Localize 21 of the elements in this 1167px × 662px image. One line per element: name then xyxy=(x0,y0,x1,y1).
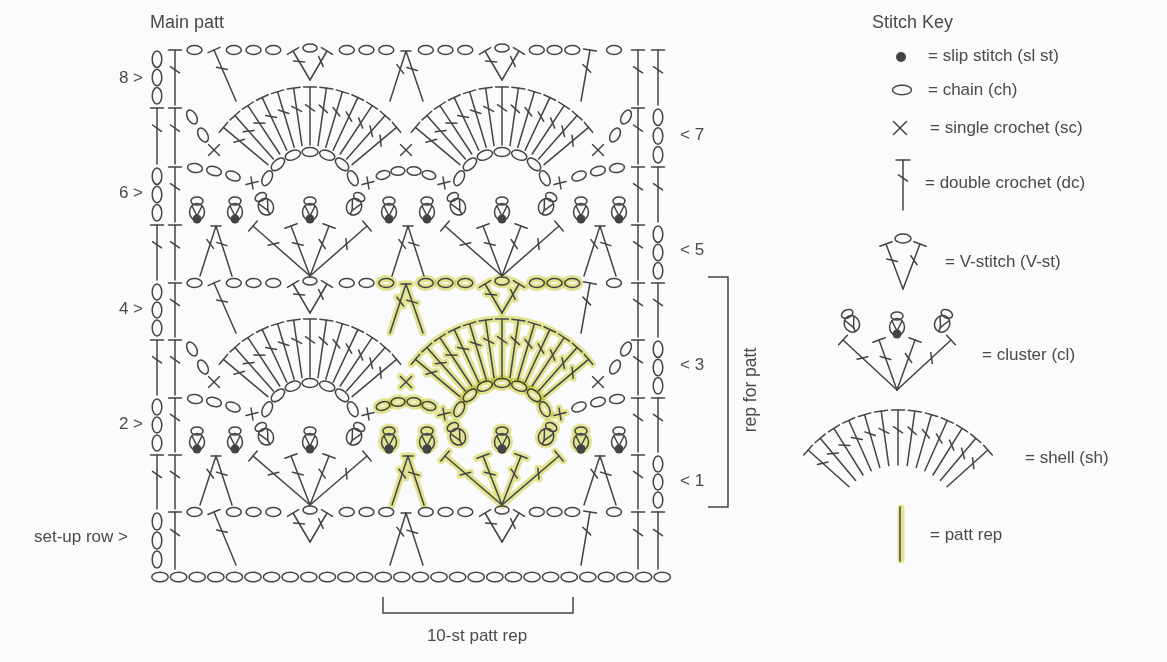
row-label: 4 > xyxy=(118,299,143,319)
legend-label: = shell (sh) xyxy=(1025,448,1109,468)
legend-label: = chain (ch) xyxy=(928,80,1018,100)
bracket-label: 10-st patt rep xyxy=(426,626,528,646)
legend-label: = single crochet (sc) xyxy=(930,118,1083,138)
chart-title: Main patt xyxy=(150,11,225,33)
row-label: 2 > xyxy=(118,414,143,434)
row-label: 8 > xyxy=(118,68,143,88)
legend-label: = V-stitch (V-st) xyxy=(945,252,1061,272)
row-label: < 5 xyxy=(680,240,705,260)
legend-title: Stitch Key xyxy=(872,11,954,33)
legend-label: = patt rep xyxy=(930,525,1003,545)
row-label: < 3 xyxy=(680,355,705,375)
legend-label: = slip stitch (sl st) xyxy=(928,46,1059,66)
row-label: 6 > xyxy=(118,183,143,203)
bracket-label: rep for patt xyxy=(739,347,761,433)
row-label: < 7 xyxy=(680,125,705,145)
row-label: set-up row > xyxy=(34,527,128,547)
row-label: < 1 xyxy=(680,471,705,491)
legend-label: = double crochet (dc) xyxy=(925,173,1086,193)
legend-label: = cluster (cl) xyxy=(982,345,1076,365)
